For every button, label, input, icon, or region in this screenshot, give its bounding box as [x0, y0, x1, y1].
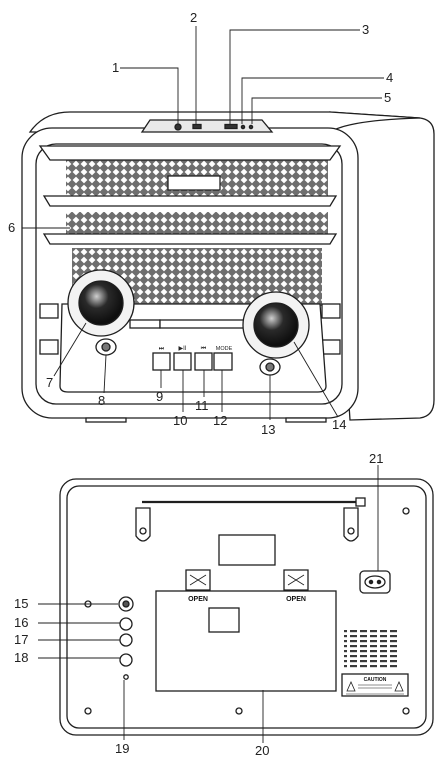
foot-right	[285, 417, 327, 423]
callout-21: 21	[369, 451, 384, 466]
back-view	[59, 478, 434, 736]
button-mode	[213, 352, 233, 371]
hook-left-label: OPEN	[188, 596, 208, 603]
callout-14: 14	[332, 417, 347, 432]
button-next-label: ⏭	[159, 346, 165, 352]
caution-title: CAUTION	[364, 677, 387, 683]
button-play-pause	[173, 352, 192, 371]
top-panel-port-3	[224, 123, 238, 130]
front-jack-left	[101, 342, 111, 352]
callout-19: 19	[115, 741, 130, 756]
screw-3	[402, 507, 410, 515]
button-mode-label: MODE	[216, 346, 233, 352]
rear-jack-18	[119, 653, 133, 667]
screw-5	[235, 707, 243, 715]
top-panel-port-2	[192, 123, 202, 130]
callout-15: 15	[14, 596, 29, 611]
callout-6: 6	[8, 220, 16, 235]
rail-2	[42, 233, 338, 245]
top-panel-port-5	[248, 124, 254, 130]
callout-12: 12	[213, 413, 228, 428]
slot-left	[129, 319, 161, 329]
callout-9: 9	[156, 389, 164, 404]
callout-2: 2	[190, 10, 198, 25]
screw-2	[84, 707, 92, 715]
foot-left	[85, 417, 127, 423]
button-prev	[194, 352, 213, 371]
rear-jack-16	[119, 617, 133, 631]
callout-4: 4	[386, 70, 394, 85]
callout-17: 17	[14, 632, 29, 647]
rear-jack-19	[123, 674, 129, 680]
hook-right-label: OPEN	[286, 596, 306, 603]
button-next	[152, 352, 171, 371]
battery-cover-window	[208, 607, 240, 633]
antenna-bracket-left	[135, 507, 151, 542]
callout-11: 11	[195, 398, 209, 413]
top-panel-port-4	[240, 124, 246, 130]
battery-cover	[155, 590, 337, 692]
screw-4	[402, 707, 410, 715]
grille-middle	[66, 212, 328, 234]
front-jack-right	[265, 362, 275, 372]
callout-1: 1	[112, 60, 120, 75]
callout-3: 3	[362, 22, 370, 37]
callout-18: 18	[14, 650, 29, 665]
display-window	[167, 175, 221, 191]
rail-1	[42, 195, 338, 207]
vent-block	[344, 629, 400, 669]
side-trim-left-1	[39, 303, 59, 319]
front-leader-lines	[22, 26, 384, 420]
callout-8: 8	[98, 393, 106, 408]
rear-jack-17	[119, 633, 133, 647]
side-trim-right-1	[321, 303, 341, 319]
rail-top	[38, 145, 342, 161]
callout-13: 13	[261, 422, 276, 437]
antenna-tip	[355, 497, 366, 507]
front-view	[21, 111, 435, 423]
side-trim-right-2	[321, 339, 341, 355]
left-knob	[78, 280, 124, 326]
button-play-pause-label: ▶II	[179, 346, 187, 352]
antenna-bracket-right	[343, 507, 359, 542]
top-panel-port-1	[174, 123, 182, 131]
callout-7: 7	[46, 375, 54, 390]
callout-5: 5	[384, 90, 392, 105]
callout-10: 10	[173, 413, 188, 428]
button-prev-label: ⏮	[201, 346, 207, 352]
back-leader-lines	[38, 465, 379, 743]
back-label-plate	[218, 534, 276, 566]
side-trim-left-2	[39, 339, 59, 355]
callout-16: 16	[14, 615, 29, 630]
top-panel	[140, 119, 274, 133]
callout-20: 20	[255, 743, 270, 758]
right-knob	[253, 302, 299, 348]
